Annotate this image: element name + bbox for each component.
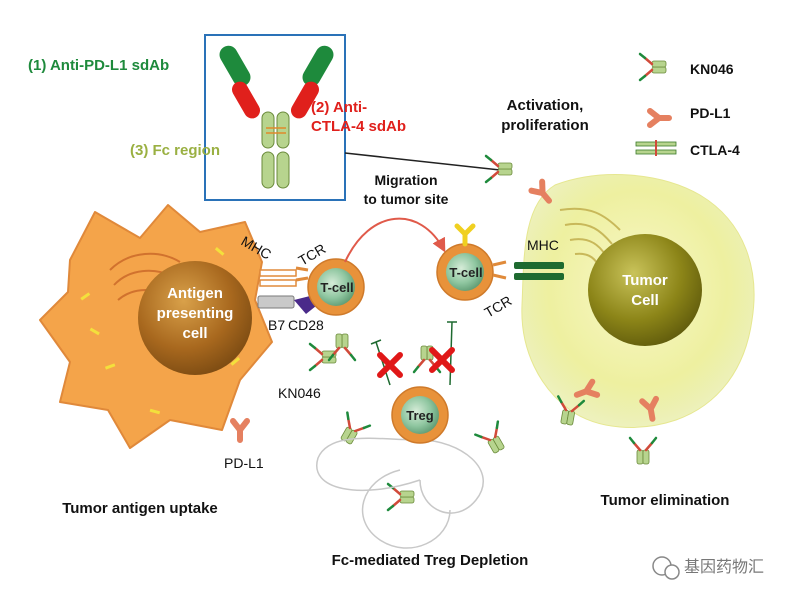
anti-ctla4-label-line1: (2) Anti- [311, 99, 367, 116]
b7-label: B7 [268, 317, 285, 333]
tcr-right-label: TCR [482, 292, 515, 320]
kn046-antibody-icon [333, 411, 372, 450]
caption-depletion: Fc-mediated Treg Depletion [332, 552, 529, 569]
yellow-receptor-icon [454, 223, 476, 247]
kn046-antibody-icon [638, 52, 668, 82]
cd28-label: CD28 [288, 317, 324, 333]
kn046-antibody-icon [327, 332, 357, 362]
anti-ctla4-label-line2: CTLA-4 sdAb [311, 118, 406, 135]
migration-label-line2: to tumor site [364, 191, 449, 207]
kn046-antibody-icon [474, 420, 513, 459]
apc-label-line1: Antigen [167, 285, 223, 302]
legend-item-kn046: KN046 [638, 52, 734, 82]
tumor-cell: Tumor Cell [521, 174, 755, 428]
kn046-antibody-icon [628, 436, 658, 466]
antigen-presenting-cell: Antigen presenting cell [39, 204, 273, 449]
legend-label-kn046: KN046 [690, 61, 734, 77]
anti-ctla4-domain-right [291, 81, 319, 119]
apc-label-line3: cell [182, 325, 207, 342]
anti-pd-l1-domain-right [302, 45, 334, 87]
t-cell-left-label: T-cell [320, 280, 353, 295]
fc-region-label: (3) Fc region [130, 142, 220, 159]
mhc-tcr-left-synapse [257, 269, 316, 314]
apc-label-line2: presenting [157, 305, 234, 322]
connector-line [344, 152, 501, 171]
caption-elimination: Tumor elimination [601, 492, 730, 509]
caption-uptake: Tumor antigen uptake [62, 500, 218, 517]
anti-pd-l1-domain-left [219, 45, 251, 87]
tumor-nucleus [588, 234, 702, 346]
antibody-structure-panel [204, 34, 346, 201]
apc-nucleus [138, 261, 252, 375]
activation-label-line1: Activation, [507, 97, 584, 114]
block-x-icon [429, 347, 455, 373]
anti-ctla4-domain-left [232, 81, 260, 119]
t-cell-right-label: T-cell [449, 265, 482, 280]
legend-item-ctla-4: CTLA-4 [635, 140, 740, 158]
legend-label-ctla-4: CTLA-4 [690, 142, 740, 158]
anti-pd-l1-label: (1) Anti-PD-L1 sdAb [28, 57, 169, 74]
legend: KN046 PD-L1 CTLA-4 [635, 52, 740, 158]
fc-domain [261, 111, 275, 149]
activation-label-line2: proliferation [501, 117, 589, 134]
pd-l1-apc-icon [233, 421, 247, 440]
pd-l1-label: PD-L1 [224, 455, 264, 471]
legend-label-pd-l1: PD-L1 [690, 105, 731, 121]
block-x-icon [377, 352, 403, 378]
migration-label-line1: Migration [375, 172, 438, 188]
pd-l1-icon [650, 111, 669, 125]
treg-cell: Treg [316, 386, 484, 549]
inhibition-marks [370, 321, 457, 386]
tumor-label-line1: Tumor [622, 272, 668, 289]
legend-item-pd-l1: PD-L1 [650, 105, 731, 125]
watermark: 基因药物汇 [652, 556, 764, 580]
kn046-label: KN046 [278, 385, 321, 401]
mhc-tcr-right-synapse [492, 260, 564, 280]
watermark-text: 基因药物汇 [684, 558, 764, 576]
t-cell-right: T-cell [436, 223, 494, 301]
migration-arrow [344, 217, 446, 263]
treg-label: Treg [406, 408, 434, 423]
tumor-label-line2: Cell [631, 292, 659, 309]
t-cell-left: T-cell [295, 258, 365, 316]
mhc-right-label: MHC [527, 237, 559, 253]
ctla-4-icon [635, 140, 677, 156]
